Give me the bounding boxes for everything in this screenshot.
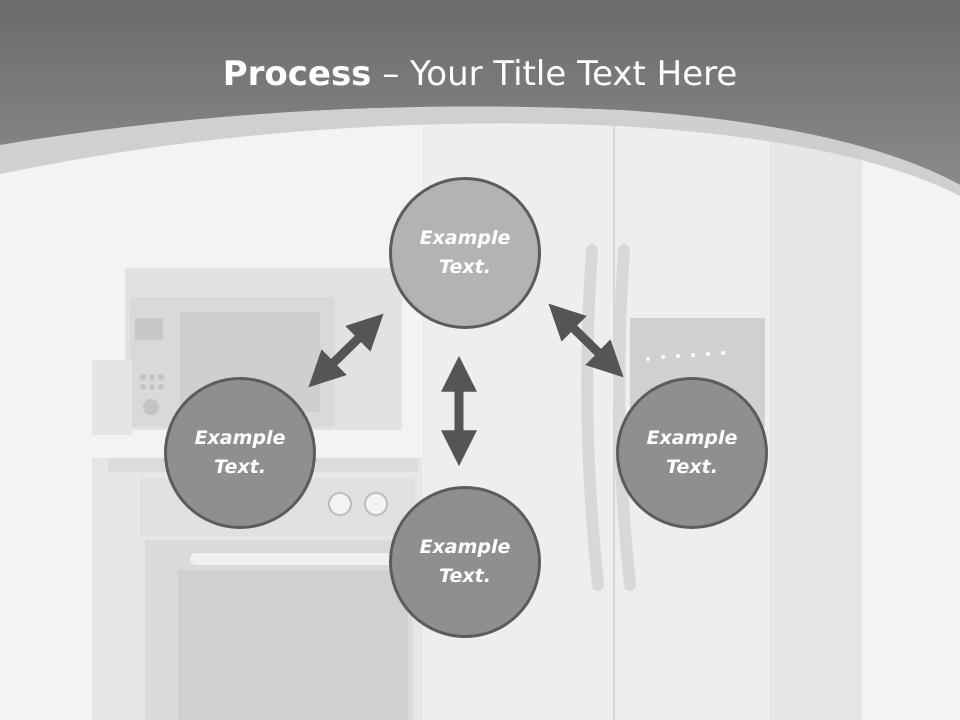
title-bold: Process [222, 54, 372, 94]
process-step-right[interactable]: Example Text. [616, 377, 768, 529]
step-top-text: Example Text. [419, 227, 511, 278]
process-step-top[interactable]: Example Text. [389, 177, 541, 329]
step-bottom-text: Example Text. [419, 536, 511, 587]
process-step-bottom[interactable]: Example Text. [389, 486, 541, 638]
slide-title: Process – Your Title Text Here [0, 52, 960, 96]
step-left-text: Example Text. [194, 427, 286, 478]
process-step-left[interactable]: Example Text. [164, 377, 316, 529]
step-right-text: Example Text. [646, 427, 738, 478]
title-rest: – Your Title Text Here [371, 54, 738, 94]
